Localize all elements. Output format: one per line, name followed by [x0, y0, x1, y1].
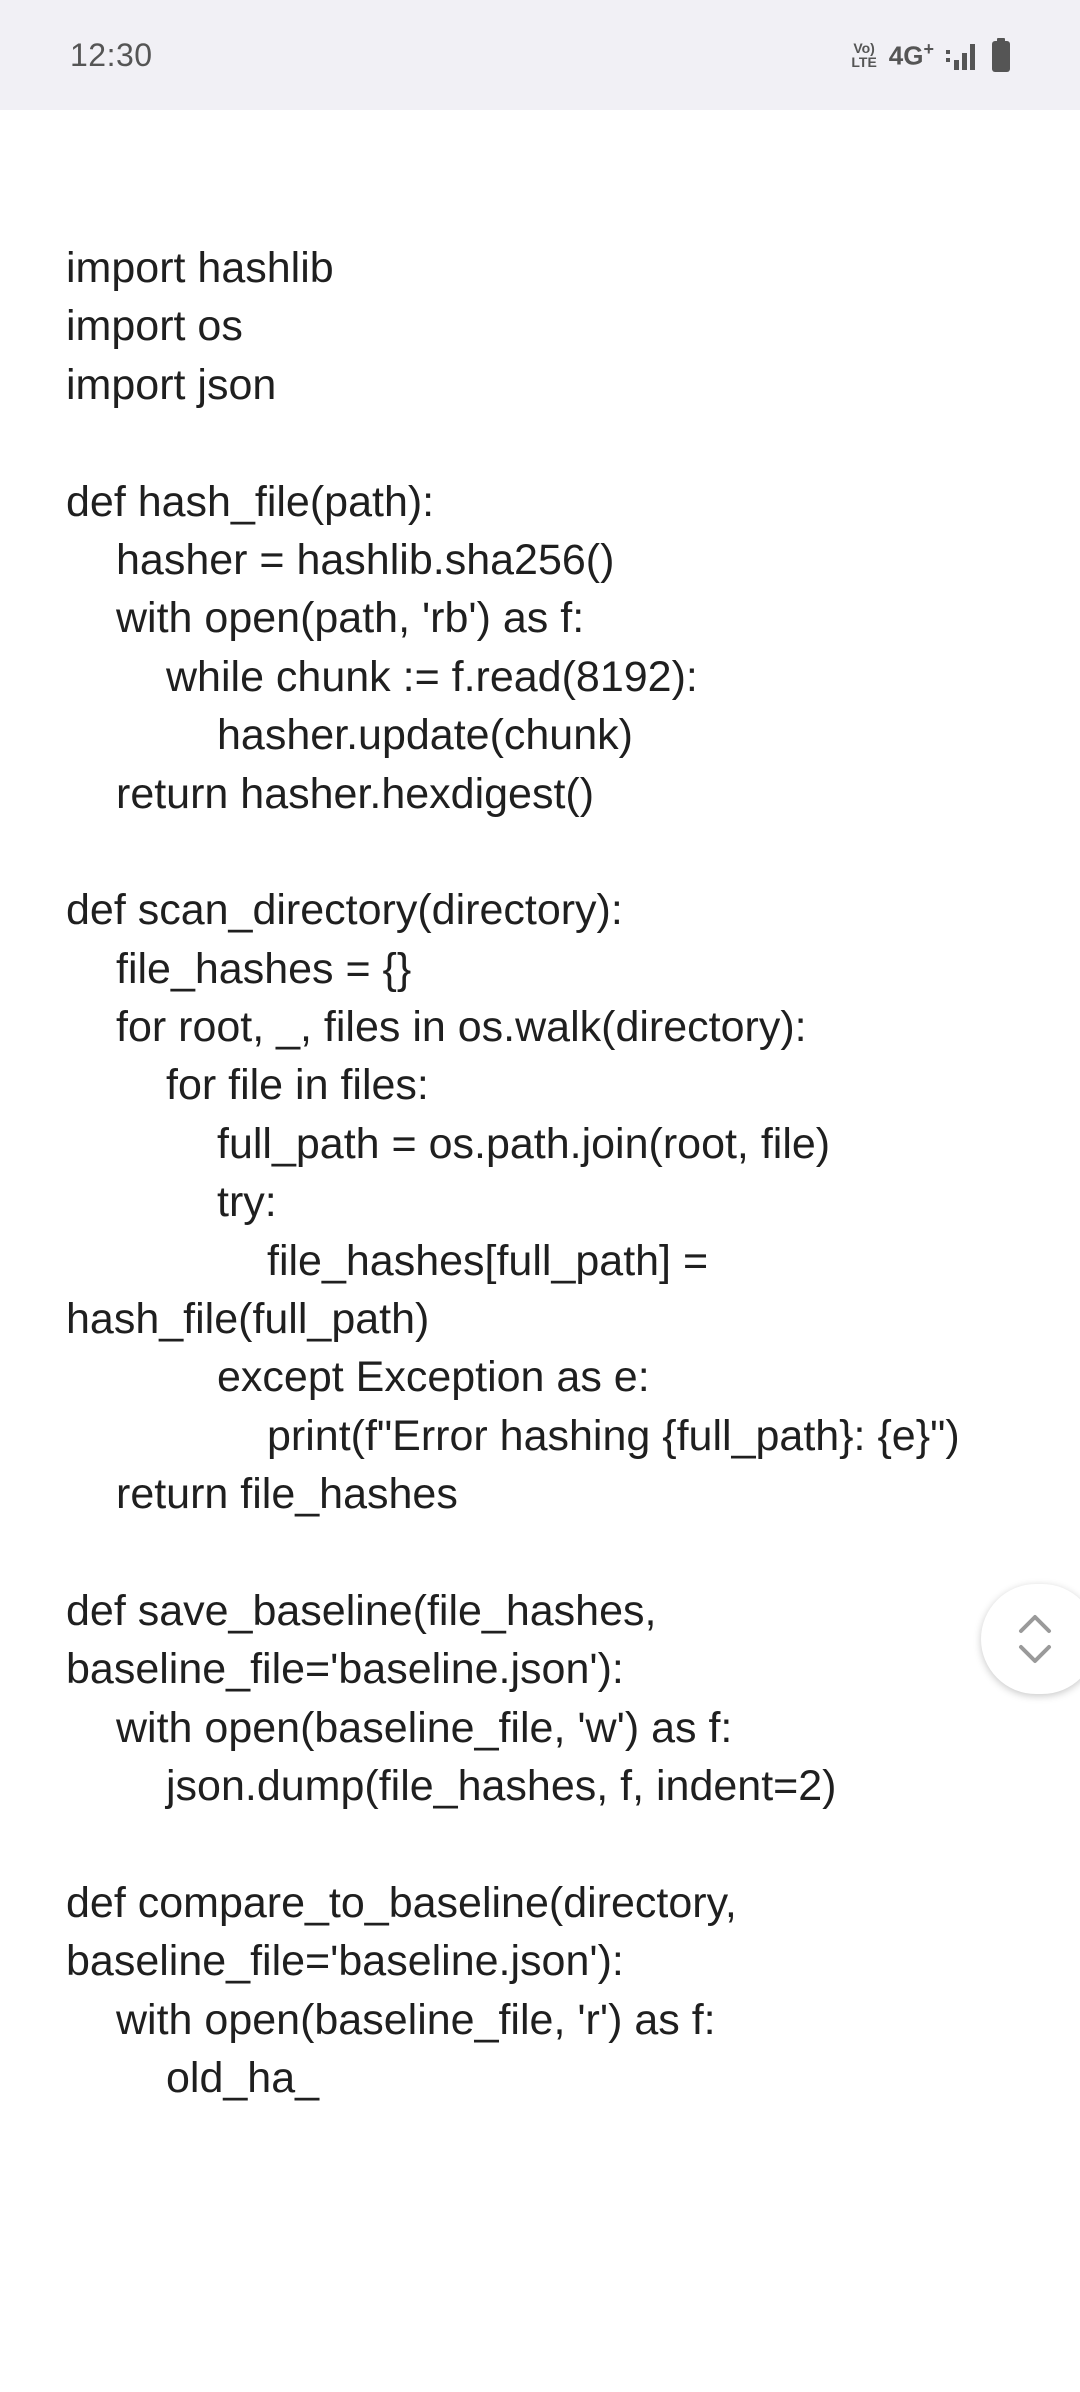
code-line: try:: [217, 1178, 277, 1227]
code-blank-line: [66, 1816, 1026, 1874]
network-type-label: 4G+: [889, 39, 934, 72]
code-line: import json: [66, 360, 277, 409]
code-line: baseline_file='baseline.json'):: [66, 1937, 624, 1986]
code-line: json.dump(file_hashes, f, indent=2): [166, 1762, 837, 1811]
code-line: full_path = os.path.join(root, file): [217, 1119, 831, 1168]
code-line: import hashlib: [66, 244, 334, 292]
code-line: with open(path, 'rb') as f:: [116, 594, 585, 643]
code-line: old_ha_: [166, 2054, 320, 2103]
code-line: with open(baseline_file, 'r') as f:: [116, 1995, 716, 2044]
signal-bars-icon: [946, 44, 975, 70]
code-line: hasher = hashlib.sha256(): [116, 535, 615, 584]
code-line: def save_baseline(file_hashes,: [66, 1586, 657, 1635]
battery-icon: [992, 38, 1010, 72]
status-time: 12:30: [70, 36, 153, 73]
code-line: def compare_to_baseline(directory,: [66, 1878, 737, 1927]
volte-top-label: Vo): [853, 40, 875, 56]
network-type-plus: +: [923, 38, 934, 59]
code-line: file_hashes[full_path] =: [267, 1236, 709, 1285]
code-blank-line: [66, 1524, 1026, 1582]
chevron-up-down-icon: [1019, 1615, 1051, 1663]
code-line: file_hashes = {}: [116, 944, 412, 993]
code-line: for file in files:: [166, 1061, 429, 1110]
code-line: hasher.update(chunk): [217, 711, 633, 760]
network-type-text: 4G: [888, 40, 924, 71]
code-blank-line: [66, 823, 1026, 881]
fast-scroll-handle[interactable]: [981, 1584, 1080, 1694]
code-line: for root, _, files in os.walk(directory)…: [116, 1003, 807, 1052]
code-line: print(f"Error hashing {full_path}: {e}"): [267, 1411, 960, 1460]
code-line: def scan_directory(directory):: [66, 886, 623, 935]
code-line: return file_hashes: [116, 1470, 458, 1519]
code-line: with open(baseline_file, 'w') as f:: [116, 1703, 733, 1752]
code-line: baseline_file='baseline.json'):: [66, 1645, 624, 1694]
code-line: import os: [66, 302, 243, 351]
code-line: while chunk := f.read(8192):: [166, 652, 698, 701]
status-icons: Vo) LTE 4G+: [851, 38, 1010, 72]
volte-bottom-label: LTE: [851, 54, 877, 70]
volte-icon: Vo) LTE: [851, 41, 876, 69]
code-line: def hash_file(path):: [66, 477, 435, 526]
code-line: except Exception as e:: [217, 1353, 650, 1402]
status-bar: 12:30 Vo) LTE 4G+: [0, 0, 1080, 110]
code-line: return hasher.hexdigest(): [116, 769, 595, 818]
code-line: hash_file(full_path): [66, 1295, 430, 1344]
code-blank-line: [66, 414, 1026, 472]
code-content: import hashlib import os import json def ha…: [66, 239, 1026, 2108]
